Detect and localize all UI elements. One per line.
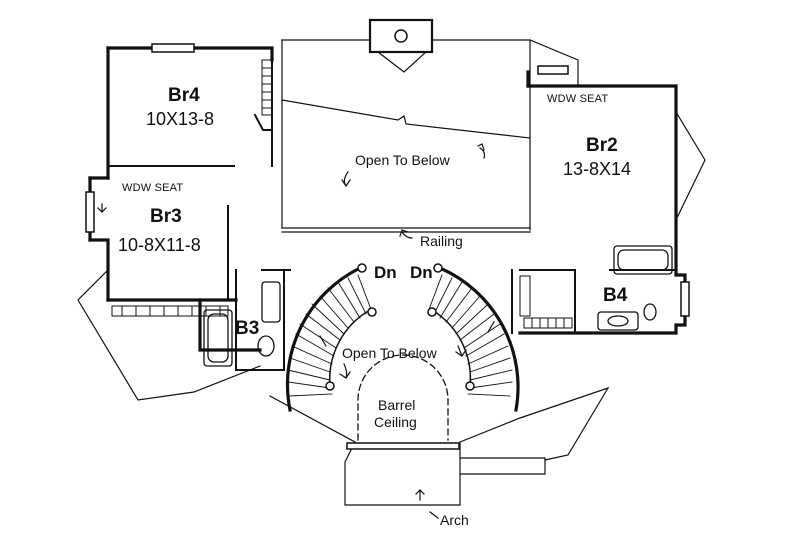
barrel-label: Barrel [378, 397, 416, 413]
barrel-ceiling-outline [357, 354, 449, 441]
room-b4-name: B4 [603, 285, 628, 306]
room-br4-name: Br4 [168, 85, 200, 106]
bath-fixtures [203, 245, 673, 367]
stair-down-right-label: Dn [410, 263, 433, 282]
curved-staircase [285, 263, 520, 412]
arch-label: Arch [440, 512, 469, 528]
open-to-below-upper-label: Open To Below [355, 152, 450, 168]
room-br2-dims: 13-8X14 [563, 159, 632, 179]
windows [85, 43, 690, 450]
closet-shelves [111, 59, 573, 329]
thin-lines [77, 39, 706, 506]
arrow-marks [97, 143, 495, 519]
open-to-below-stair-label: Open To Below [342, 345, 437, 361]
interior-walls [107, 59, 677, 371]
railing-label: Railing [420, 233, 463, 249]
fireplace [368, 18, 434, 73]
stair-down-left-label: Dn [374, 263, 397, 282]
room-br2-window-seat: WDW SEAT [547, 93, 609, 105]
room-b3-name: B3 [235, 318, 260, 339]
room-br4-dims: 10X13-8 [146, 109, 215, 129]
room-br3-name: Br3 [150, 206, 182, 227]
room-br3-dims: 10-8X11-8 [118, 235, 201, 255]
room-br2-name: Br2 [586, 135, 618, 156]
room-br3-window-seat: WDW SEAT [122, 182, 184, 194]
ceiling-label: Ceiling [374, 414, 417, 430]
